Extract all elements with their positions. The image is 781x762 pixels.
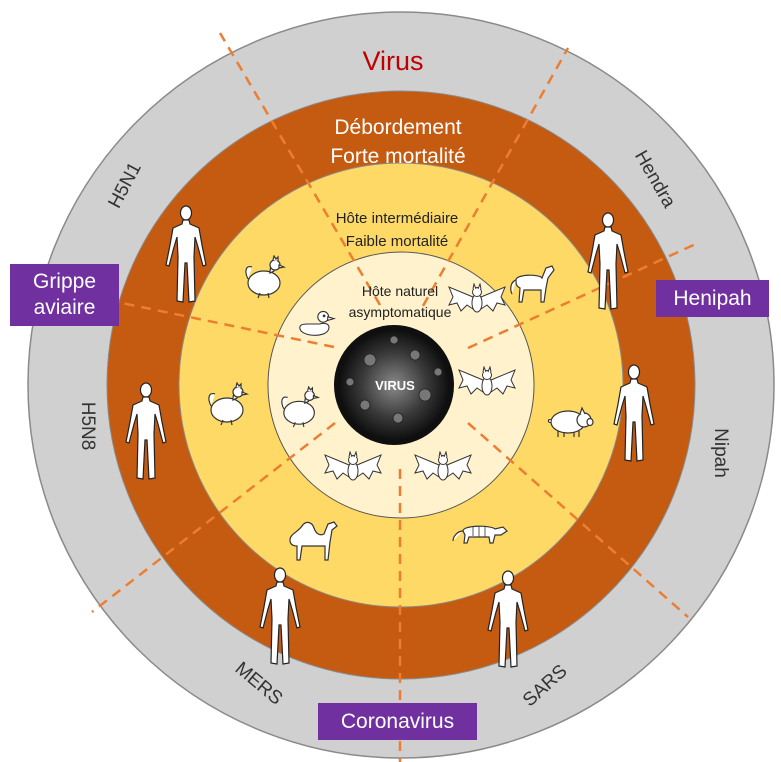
segment-label-h5n8: H5N8	[77, 402, 98, 451]
family-label-avian-flu-line2: aviaire	[33, 296, 96, 319]
segment-label-nipah: Nipah	[710, 428, 731, 478]
family-label-henipah: Henipah	[673, 286, 752, 310]
family-label-avian-flu-line1: Grippe	[32, 270, 97, 293]
intermediate-line2: Faible mortalité	[346, 233, 449, 250]
center-label: VIRUS	[375, 378, 415, 393]
natural-host-line2: asymptomatique	[349, 304, 452, 320]
virus-particle-icon	[334, 325, 454, 445]
family-box-henipah: Henipah	[656, 280, 769, 317]
spillover-line2: Forte mortalité	[330, 145, 465, 168]
spillover-line1: Débordement	[334, 116, 461, 139]
family-box-avian-flu: Grippe aviaire	[10, 264, 119, 326]
natural-host-line1: Hôte naturel	[362, 283, 438, 299]
family-label-coronavirus: Coronavirus	[340, 709, 455, 733]
intermediate-line1: Hôte intermédiaire	[336, 210, 459, 227]
family-box-coronavirus: Coronavirus	[318, 703, 477, 740]
diagram-title: Virus	[362, 46, 423, 76]
